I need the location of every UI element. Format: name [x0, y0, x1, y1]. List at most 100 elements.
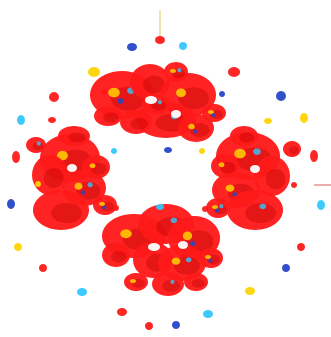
surface-fragment[interactable]	[101, 89, 107, 95]
surface-fragment[interactable]	[219, 91, 225, 97]
surface-fragment[interactable]	[276, 91, 286, 101]
surface-highlight-blue	[190, 240, 196, 247]
surface-highlight-yellow	[171, 257, 181, 265]
surface-highlight-yellow	[225, 184, 235, 192]
surface-highlight-cyan	[36, 141, 41, 146]
density-blob[interactable]	[93, 195, 117, 215]
density-blob[interactable]	[102, 243, 130, 267]
surface-fragment[interactable]	[228, 67, 240, 77]
surface-highlight-yellow	[170, 69, 176, 73]
surface-fragment[interactable]	[88, 67, 100, 77]
surface-fragment[interactable]	[317, 200, 325, 210]
surface-fragment[interactable]	[77, 288, 87, 296]
density-shadow	[191, 278, 205, 288]
surface-fragment[interactable]	[264, 118, 272, 124]
surface-fragment[interactable]	[291, 182, 297, 188]
surface-fragment[interactable]	[117, 308, 127, 316]
surface-fragment[interactable]	[155, 36, 165, 44]
surface-highlight-cyan	[259, 203, 267, 210]
surface-highlight-blue	[193, 129, 198, 134]
density-blob[interactable]	[227, 190, 283, 230]
density-blob[interactable]	[26, 137, 46, 153]
density-shadow	[130, 117, 148, 130]
surface-highlight-yellow	[74, 182, 83, 190]
surface-fragment[interactable]	[282, 264, 290, 272]
surface-fragment[interactable]	[172, 321, 180, 329]
surface-fragment[interactable]	[35, 181, 41, 187]
density-blob[interactable]	[124, 273, 148, 291]
surface-highlight-yellow	[208, 110, 214, 115]
density-blob[interactable]	[32, 155, 68, 195]
surface-fragment[interactable]	[300, 113, 308, 123]
surface-fragment[interactable]	[203, 310, 213, 318]
density-blob[interactable]	[206, 198, 230, 218]
surface-fragment[interactable]	[39, 264, 47, 272]
density-blob[interactable]	[120, 110, 152, 134]
surface-fragment[interactable]	[202, 206, 208, 212]
surface-fragment[interactable]	[127, 43, 137, 51]
density-blob[interactable]	[254, 156, 290, 196]
surface-cavity	[148, 243, 160, 251]
surface-fragment[interactable]	[164, 147, 172, 153]
density-blob[interactable]	[152, 272, 184, 296]
surface-fragment[interactable]	[179, 42, 187, 50]
density-blob[interactable]	[202, 104, 226, 122]
density-blob[interactable]	[94, 106, 122, 126]
surface-highlight-blue	[80, 190, 86, 195]
surface-highlight-yellow	[182, 231, 193, 241]
surface-highlight-cyan	[185, 257, 192, 263]
density-blob[interactable]	[211, 154, 239, 178]
density-blob[interactable]	[158, 245, 206, 281]
surface-fragment[interactable]	[199, 148, 205, 154]
density-blob[interactable]	[58, 126, 90, 146]
density-blob[interactable]	[82, 155, 110, 179]
surface-fragment[interactable]	[297, 243, 305, 251]
surface-fragment[interactable]	[310, 150, 318, 162]
surface-fragment[interactable]	[245, 287, 255, 295]
density-blob[interactable]	[199, 248, 223, 268]
density-blob[interactable]	[178, 114, 214, 142]
surface-cavity	[178, 241, 188, 249]
surface-highlight-blue	[215, 208, 220, 213]
density-blob[interactable]	[283, 141, 301, 157]
density-blob[interactable]	[33, 190, 89, 230]
surface-highlight-cyan	[219, 204, 224, 209]
surface-fragment[interactable]	[48, 117, 56, 123]
surface-highlight-yellow	[205, 255, 211, 259]
density-blob[interactable]	[164, 62, 188, 82]
density-shadow	[32, 142, 44, 151]
density-shadow	[162, 279, 180, 292]
surface-fragment[interactable]	[113, 205, 119, 211]
surface-highlight-yellow	[175, 88, 187, 98]
surface-highlight-blue	[211, 113, 216, 118]
surface-highlight-blue	[102, 205, 107, 210]
surface-fragment[interactable]	[7, 199, 15, 209]
surface-fragment[interactable]	[156, 204, 164, 210]
density-shadow	[111, 250, 127, 263]
surface-highlight-cyan	[177, 68, 182, 73]
surface-cavity	[171, 110, 181, 118]
surface-fragment[interactable]	[12, 151, 20, 163]
density-blob[interactable]	[230, 126, 258, 146]
surface-highlight-yellow	[89, 163, 96, 169]
surface-fragment[interactable]	[49, 92, 59, 102]
surface-highlight-yellow	[108, 87, 120, 98]
surface-fragment[interactable]	[17, 115, 25, 125]
surface-highlight-yellow	[212, 205, 218, 209]
density-blob[interactable]	[184, 273, 208, 291]
surface-fragment[interactable]	[145, 322, 153, 330]
surface-fragment[interactable]	[111, 148, 117, 154]
density-shadow	[288, 146, 299, 155]
surface-highlight-yellow	[234, 148, 246, 159]
surface-highlight-cyan	[157, 100, 162, 105]
surface-cavity	[250, 165, 260, 173]
surface-highlight-yellow	[57, 150, 68, 161]
surface-highlight-yellow	[120, 229, 132, 239]
surface-highlight-cyan	[170, 217, 178, 224]
surface-fragment[interactable]	[14, 243, 22, 251]
surface-highlight-cyan	[87, 182, 93, 188]
density-blob[interactable]	[130, 64, 170, 100]
surface-cavity	[67, 164, 77, 172]
